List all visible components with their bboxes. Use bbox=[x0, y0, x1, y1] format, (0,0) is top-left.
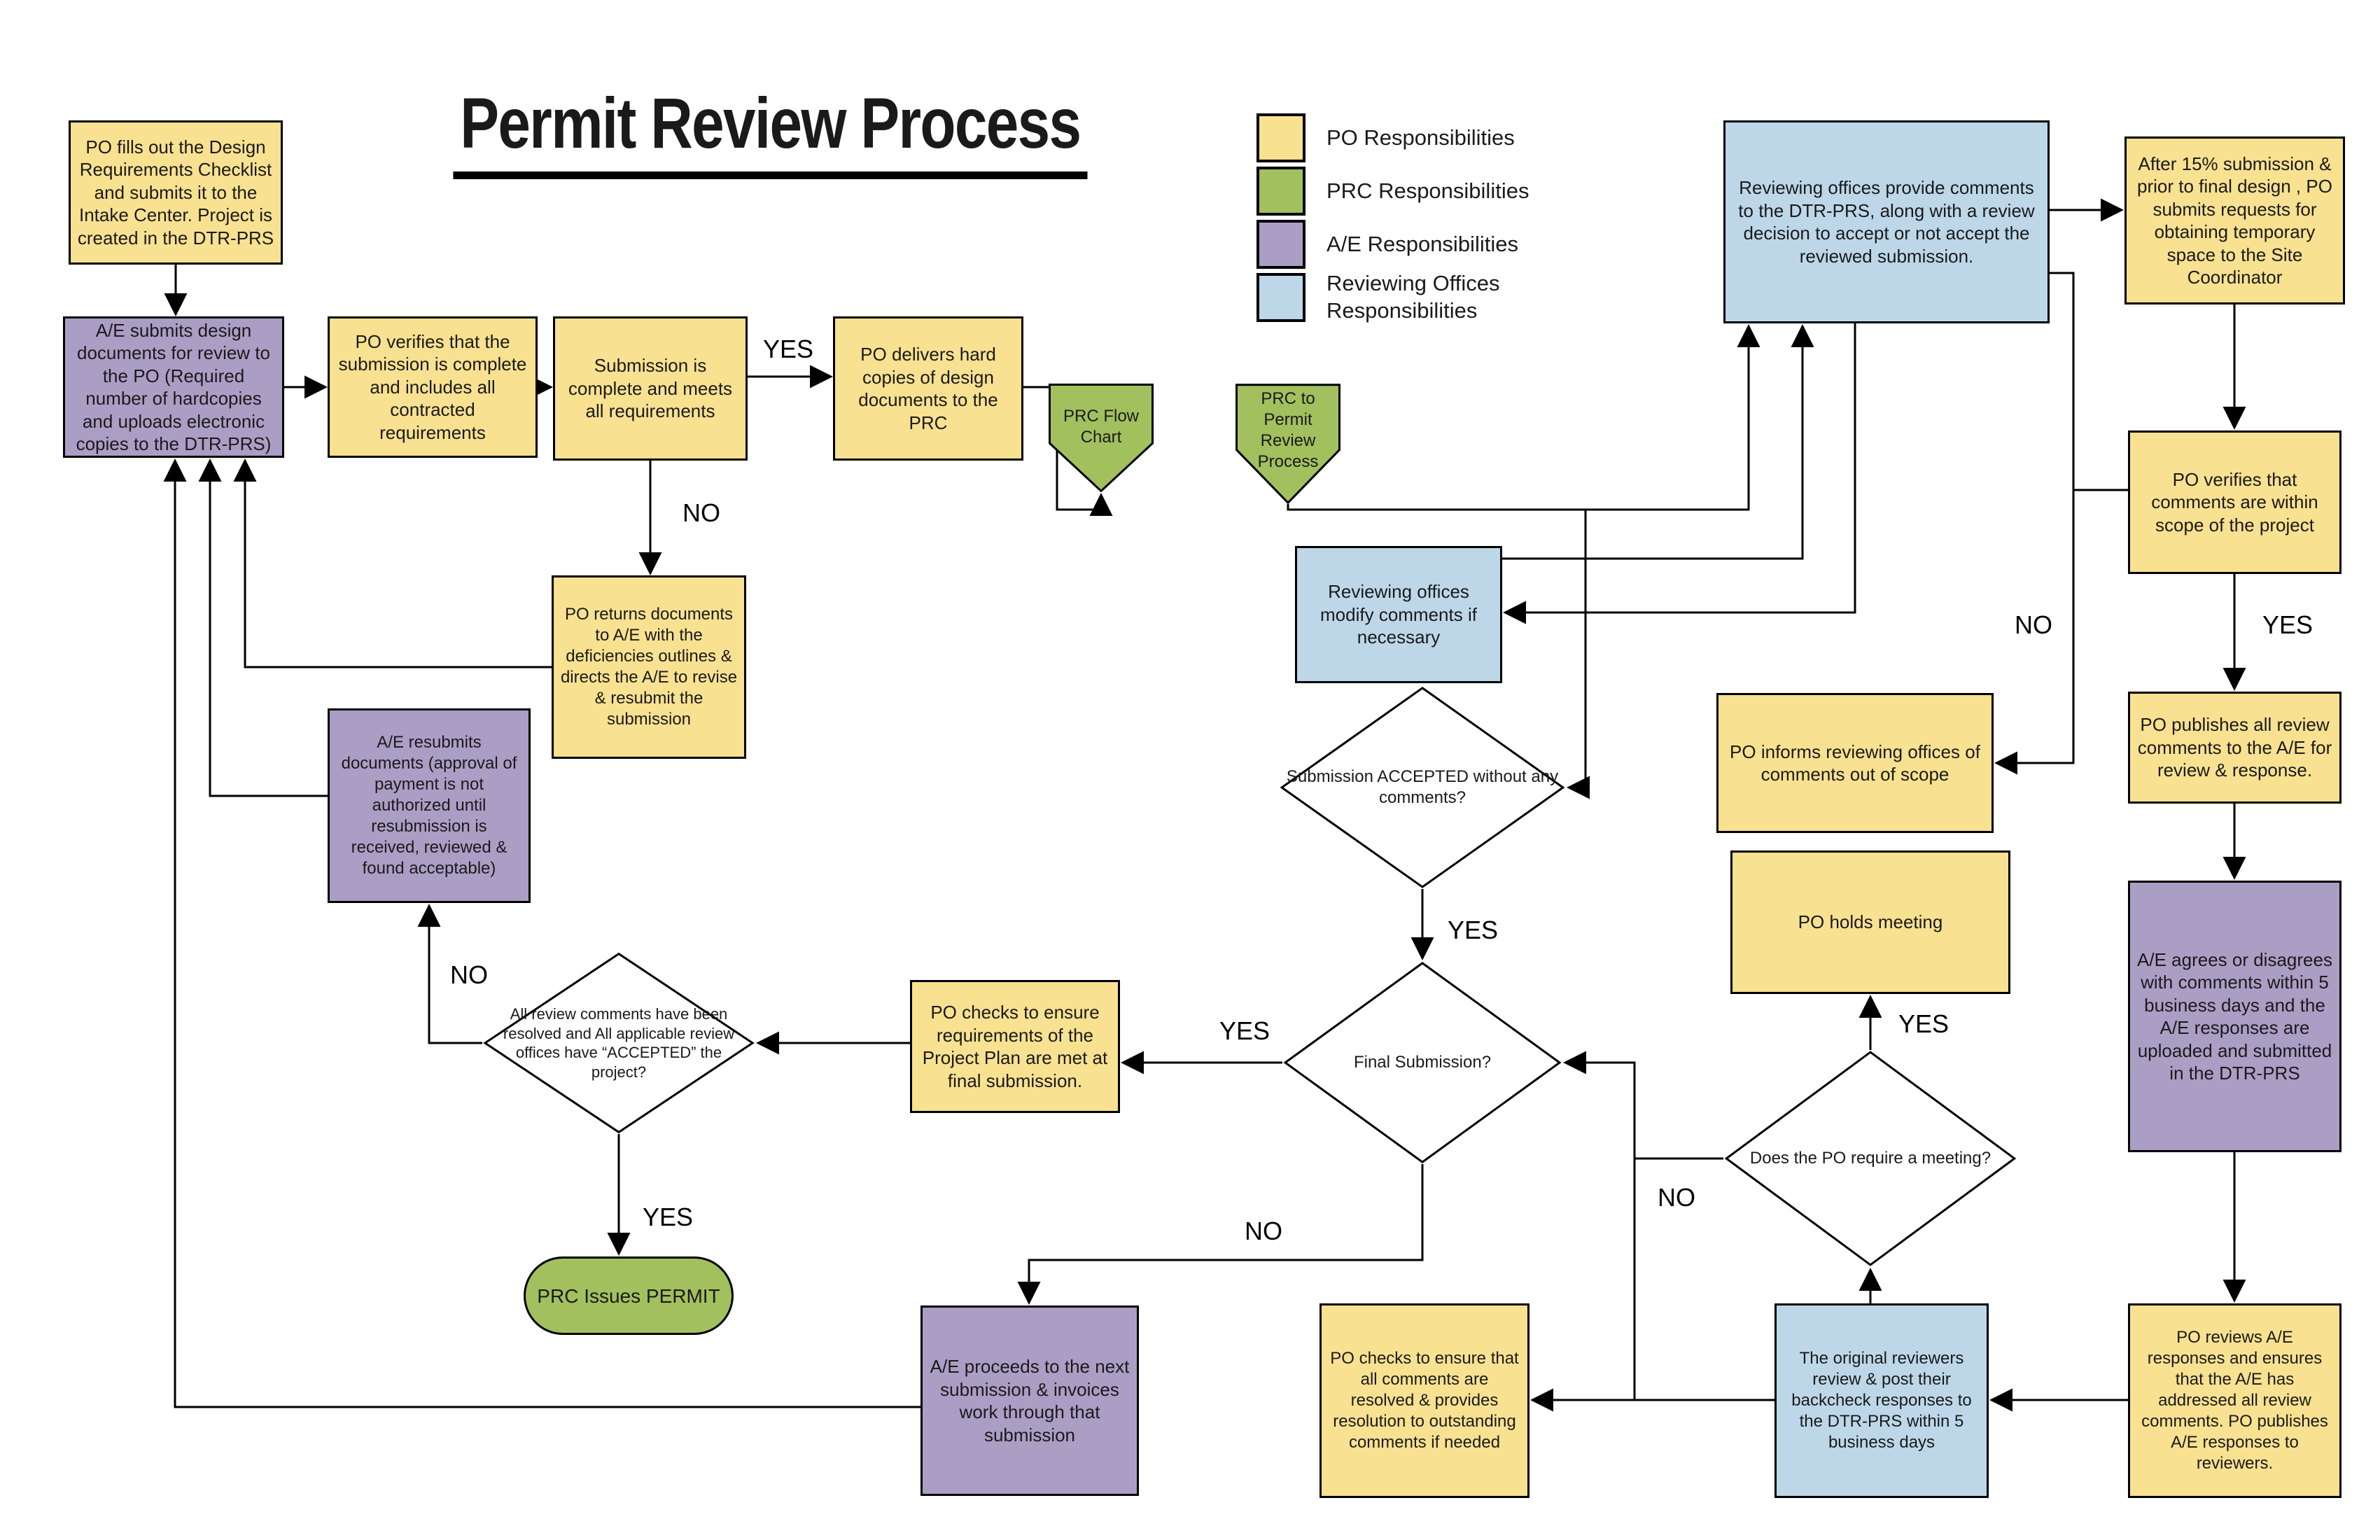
node-ae-agrees-disagrees: A/E agrees or disagrees with comments wi… bbox=[2128, 881, 2342, 1152]
edge-returns-to-submits bbox=[233, 458, 552, 668]
legend-label-prc: PRC Responsibilities bbox=[1326, 178, 1530, 203]
node-po-reviews-ae-responses: PO reviews A/E responses and ensures tha… bbox=[2128, 1303, 2342, 1498]
decision-all-review-comments-resolved: All review comments have been resolved a… bbox=[482, 952, 755, 1134]
node-po-checks-all-comments: PO checks to ensure that all comments ar… bbox=[1320, 1303, 1530, 1498]
edge-label-no-final: NO bbox=[1245, 1217, 1282, 1245]
node-po-checks-project-plan: PO checks to ensure requirements of the … bbox=[910, 980, 1120, 1113]
terminator-prc-issues-permit: PRC Issues PERMIT bbox=[524, 1256, 734, 1335]
edge-label-yes-final: YES bbox=[1219, 1016, 1270, 1045]
edge-label-no-allreview: NO bbox=[450, 960, 488, 989]
node-po-fills-checklist: PO fills out the Design Requirements Che… bbox=[69, 120, 283, 265]
node-po-verifies-submission: PO verifies that the submission is compl… bbox=[328, 316, 538, 458]
edge-label-yes-meeting: YES bbox=[1898, 1009, 1949, 1038]
edge-branch-to-accepted bbox=[1567, 510, 1590, 799]
node-after-15-percent-temporary-space: After 15% submission & prior to final de… bbox=[2124, 136, 2345, 304]
legend-label-po: PO Responsibilities bbox=[1326, 125, 1515, 150]
node-po-informs-out-of-scope: PO informs reviewing offices of comments… bbox=[1716, 693, 1994, 833]
legend-label-ae: A/E Responsibilities bbox=[1326, 232, 1518, 256]
page-title: Permit Review Process bbox=[453, 83, 1087, 179]
decision-po-require-meeting: Does the PO require a meeting? bbox=[1723, 1050, 2017, 1267]
offpage-connector-prc-to-permit: PRC to Permit Review Process bbox=[1236, 384, 1340, 504]
edge-allreview-no-resubmits bbox=[417, 904, 482, 1044]
decision-submission-accepted: Submission ACCEPTED without any comments… bbox=[1279, 686, 1566, 889]
page-title-wrap: Permit Review Process bbox=[336, 83, 1204, 179]
node-po-publishes-comments: PO publishes all review comments to the … bbox=[2128, 692, 2342, 804]
edge-final-no-proceeds bbox=[1017, 1164, 1424, 1305]
edge-meeting-no-final bbox=[1563, 1051, 1723, 1160]
legend-swatch-reviewing bbox=[1256, 273, 1306, 322]
edge-label-yes-complete: YES bbox=[763, 335, 814, 363]
edge-label-yes-scope: YES bbox=[2262, 610, 2314, 639]
edge-modify-to-provide bbox=[1502, 324, 1814, 560]
edge-label-yes-accepted: YES bbox=[1448, 916, 1499, 944]
node-reviewing-offices-provide-comments: Reviewing offices provide comments to th… bbox=[1723, 120, 2050, 323]
edge-delivers-to-prcchart bbox=[1023, 386, 1113, 516]
edge-label-no-meeting: NO bbox=[1658, 1183, 1695, 1212]
edge-prctopermit-to-provide bbox=[1287, 324, 1760, 511]
edge-label-no-complete: NO bbox=[682, 498, 720, 527]
node-reviewing-offices-modify-comments: Reviewing offices modify comments if nec… bbox=[1295, 546, 1502, 683]
node-submission-complete: Submission is complete and meets all req… bbox=[553, 316, 748, 461]
edge-resubmits-to-submits bbox=[198, 458, 328, 797]
node-ae-proceeds-next-submission: A/E proceeds to the next submission & in… bbox=[920, 1306, 1139, 1496]
node-ae-resubmits: A/E resubmits documents (approval of pay… bbox=[328, 708, 531, 903]
decision-final-submission: Final Submission? bbox=[1282, 961, 1562, 1164]
edge-provide-to-informs bbox=[1994, 272, 2075, 775]
node-po-returns-documents: PO returns documents to A/E with the def… bbox=[552, 575, 746, 759]
node-po-verifies-scope: PO verifies that comments are within sco… bbox=[2128, 430, 2342, 574]
node-po-holds-meeting: PO holds meeting bbox=[1730, 850, 2010, 994]
edge-label-no-scope: NO bbox=[2015, 610, 2052, 639]
offpage-connector-prc-flow-chart: PRC Flow Chart bbox=[1049, 384, 1154, 492]
legend-label-reviewing: Reviewing Offices Responsibilities bbox=[1326, 271, 1500, 323]
edge-proceeds-to-submits bbox=[163, 458, 920, 1408]
legend-swatch-ae bbox=[1256, 220, 1306, 269]
node-original-reviewers-backcheck: The original reviewers review & post the… bbox=[1774, 1303, 1989, 1498]
edge-provide-to-modify bbox=[1503, 323, 1856, 624]
legend-swatch-prc bbox=[1256, 167, 1306, 216]
node-po-delivers-hardcopies: PO delivers hard copies of design docume… bbox=[833, 316, 1023, 461]
node-ae-submits: A/E submits design documents for review … bbox=[63, 316, 284, 458]
legend-swatch-po bbox=[1256, 113, 1306, 162]
edge-label-yes-allreview: YES bbox=[643, 1203, 694, 1231]
